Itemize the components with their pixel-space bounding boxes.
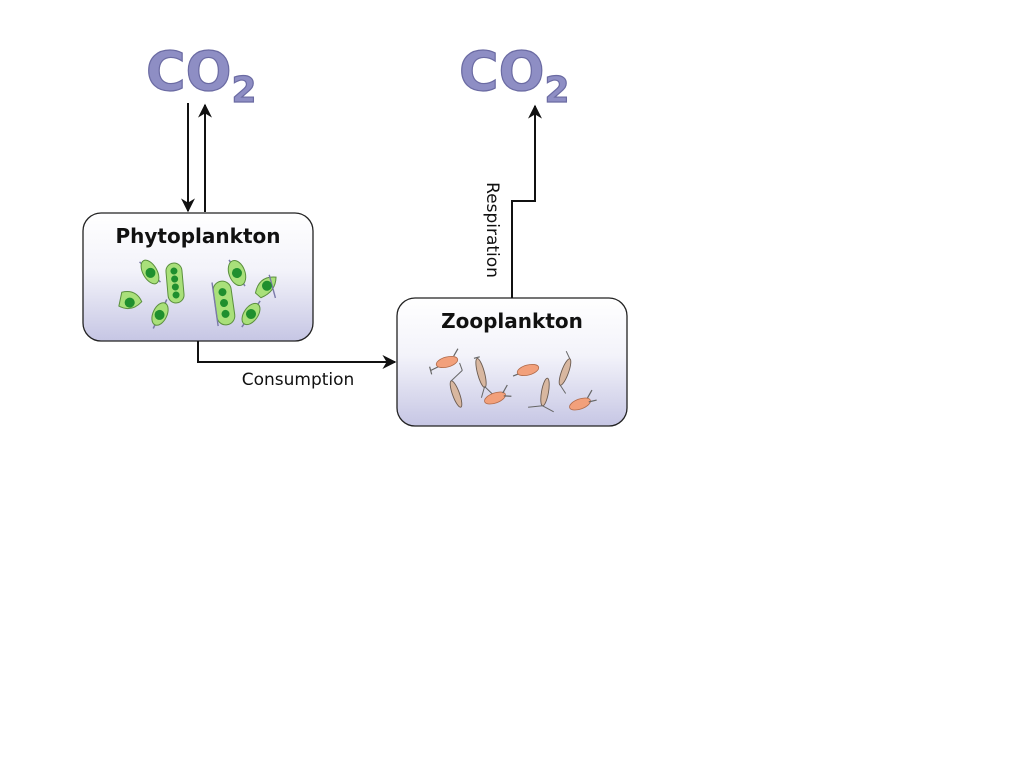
zooplankton-title: Zooplankton xyxy=(441,309,583,333)
co2-left-label: CO2 xyxy=(145,39,257,111)
phytoplankton-node: Phytoplankton xyxy=(82,212,314,342)
zooplankton-copepods-icon xyxy=(429,348,597,413)
svg-text:CO2: CO2 xyxy=(459,40,570,111)
consumption-label: Consumption xyxy=(242,370,355,390)
respiration-arrow xyxy=(511,104,542,298)
co2-left-sub: 2 xyxy=(232,70,257,111)
svg-text:CO2: CO2 xyxy=(146,40,257,111)
respiration-label: Respiration xyxy=(482,182,502,278)
phytoplankton-cells-icon xyxy=(118,259,277,329)
co2-left-main: CO xyxy=(146,40,232,103)
co2-right-label: CO2 xyxy=(458,39,570,111)
consumption-arrow xyxy=(197,341,397,369)
co2-right-sub: 2 xyxy=(545,70,570,111)
co2-right-main: CO xyxy=(459,40,545,103)
phytoplankton-title: Phytoplankton xyxy=(116,224,281,248)
zooplankton-node: Zooplankton xyxy=(396,297,628,427)
